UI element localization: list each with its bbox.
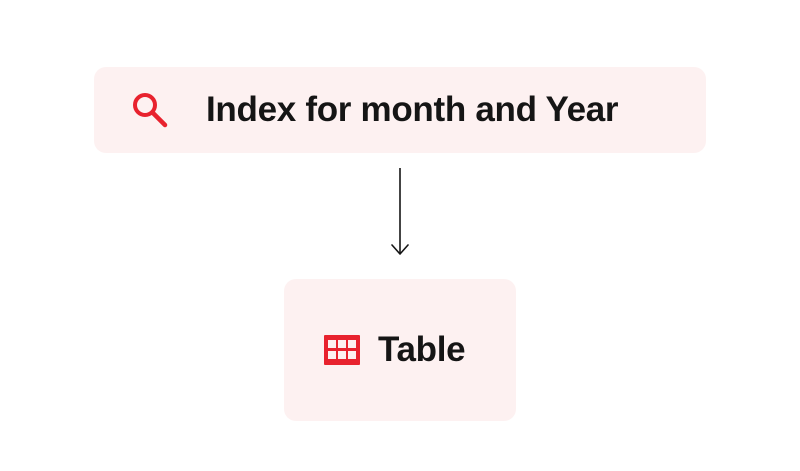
index-node: Index for month and Year [94, 67, 706, 153]
index-node-label: Index for month and Year [206, 90, 619, 129]
search-icon [130, 90, 170, 130]
table-node-label: Table [378, 330, 466, 369]
table-node: Table [284, 279, 516, 421]
table-icon [324, 335, 360, 365]
flow-arrow [391, 168, 409, 255]
